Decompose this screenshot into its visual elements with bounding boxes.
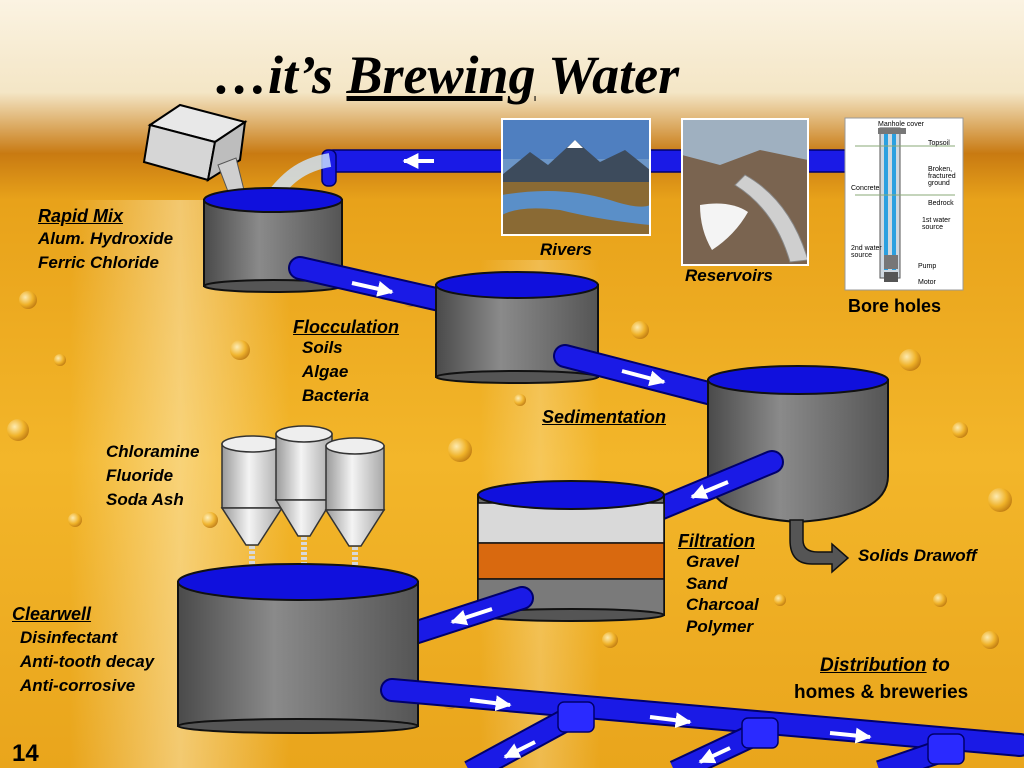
title-suffix: Water xyxy=(535,45,680,105)
clearwell-tank xyxy=(177,563,419,734)
chemical-silos xyxy=(220,425,386,586)
rivers-label: Rivers xyxy=(540,240,592,259)
bore-label-topsoil: Topsoil xyxy=(928,140,950,147)
distribution-label: Distribution to xyxy=(820,655,950,677)
rivers-photo xyxy=(501,118,651,236)
bore-label-bedrock: Bedrock xyxy=(928,200,954,207)
bore-label-motor: Motor xyxy=(918,279,937,286)
distribution-pipes xyxy=(380,678,1024,768)
solids-drawoff-arrow xyxy=(789,519,850,574)
flocculation-item: Algae xyxy=(302,362,349,381)
pipe-sedimentation-to-filtration xyxy=(640,450,784,524)
filtration-heading: Filtration xyxy=(678,531,755,551)
bore-label-pump: Pump xyxy=(918,263,936,270)
flocculation-heading: Flocculation xyxy=(293,317,400,337)
slide-number: 14 xyxy=(12,740,39,767)
distribution-keyword: Distribution xyxy=(820,655,927,676)
bore-holes-label: Bore holes xyxy=(848,296,942,316)
bore-label-manhole: Manhole cover xyxy=(878,121,925,128)
clearwell-item: Disinfectant xyxy=(20,628,118,647)
clearwell-item: Anti-tooth decay xyxy=(20,652,155,671)
clearwell-item: Anti-corrosive xyxy=(20,676,136,695)
filtration-item: Charcoal xyxy=(686,595,759,614)
chemical-item: Chloramine xyxy=(106,442,200,461)
filtration-item: Polymer xyxy=(686,617,754,636)
bore-label-fractured: fractured xyxy=(928,173,956,180)
silo-1 xyxy=(220,435,284,584)
bore-label-second-source-2: source xyxy=(851,252,872,259)
pipe-flocculation-to-sedimentation xyxy=(553,344,724,406)
chemical-feeder xyxy=(142,103,248,203)
solids-drawoff-label: Solids Drawoff xyxy=(858,546,977,565)
filtration-item: Sand xyxy=(686,574,728,593)
title-emphasis: Brewing xyxy=(346,45,536,105)
flocculation-item: Soils xyxy=(302,338,343,357)
chemical-item: Soda Ash xyxy=(106,490,184,509)
chemical-item: Fluoride xyxy=(106,466,174,485)
rapid-mix-item: Ferric Chloride xyxy=(38,253,159,272)
clearwell-heading: Clearwell xyxy=(12,604,92,624)
bore-label-ground: ground xyxy=(928,180,950,187)
filtration-item: Gravel xyxy=(686,552,739,571)
rapid-mix-heading: Rapid Mix xyxy=(38,206,124,226)
bore-label-first-source-1: 1st water xyxy=(922,217,951,224)
flocculation-item: Bacteria xyxy=(302,386,370,405)
distribution-destination: homes & breweries xyxy=(794,682,969,703)
title-prefix: …it’s xyxy=(214,45,347,105)
pipe-filtration-to-clearwell xyxy=(393,586,534,648)
bore-hole-diagram: Manhole cover Topsoil Broken, fractured … xyxy=(844,117,964,291)
slide-title: …it’s Brewing Water xyxy=(214,44,679,106)
bore-label-broken: Broken, xyxy=(928,166,952,173)
distribution-to: to xyxy=(926,655,950,676)
flocculation-tank xyxy=(435,271,599,384)
bore-label-second-source-1: 2nd water xyxy=(851,245,882,252)
bore-label-concrete: Concrete xyxy=(851,185,880,192)
pipe-rapidmix-to-flocculation xyxy=(288,256,452,312)
rapid-mix-item: Alum. Hydroxide xyxy=(38,229,174,248)
reservoirs-photo xyxy=(681,118,809,266)
sedimentation-heading: Sedimentation xyxy=(542,407,667,427)
silo-3 xyxy=(324,437,386,586)
bore-label-first-source-2: source xyxy=(922,224,943,231)
reservoirs-label: Reservoirs xyxy=(685,266,773,285)
silo-2 xyxy=(274,425,334,578)
sedimentation-tank xyxy=(707,365,889,524)
